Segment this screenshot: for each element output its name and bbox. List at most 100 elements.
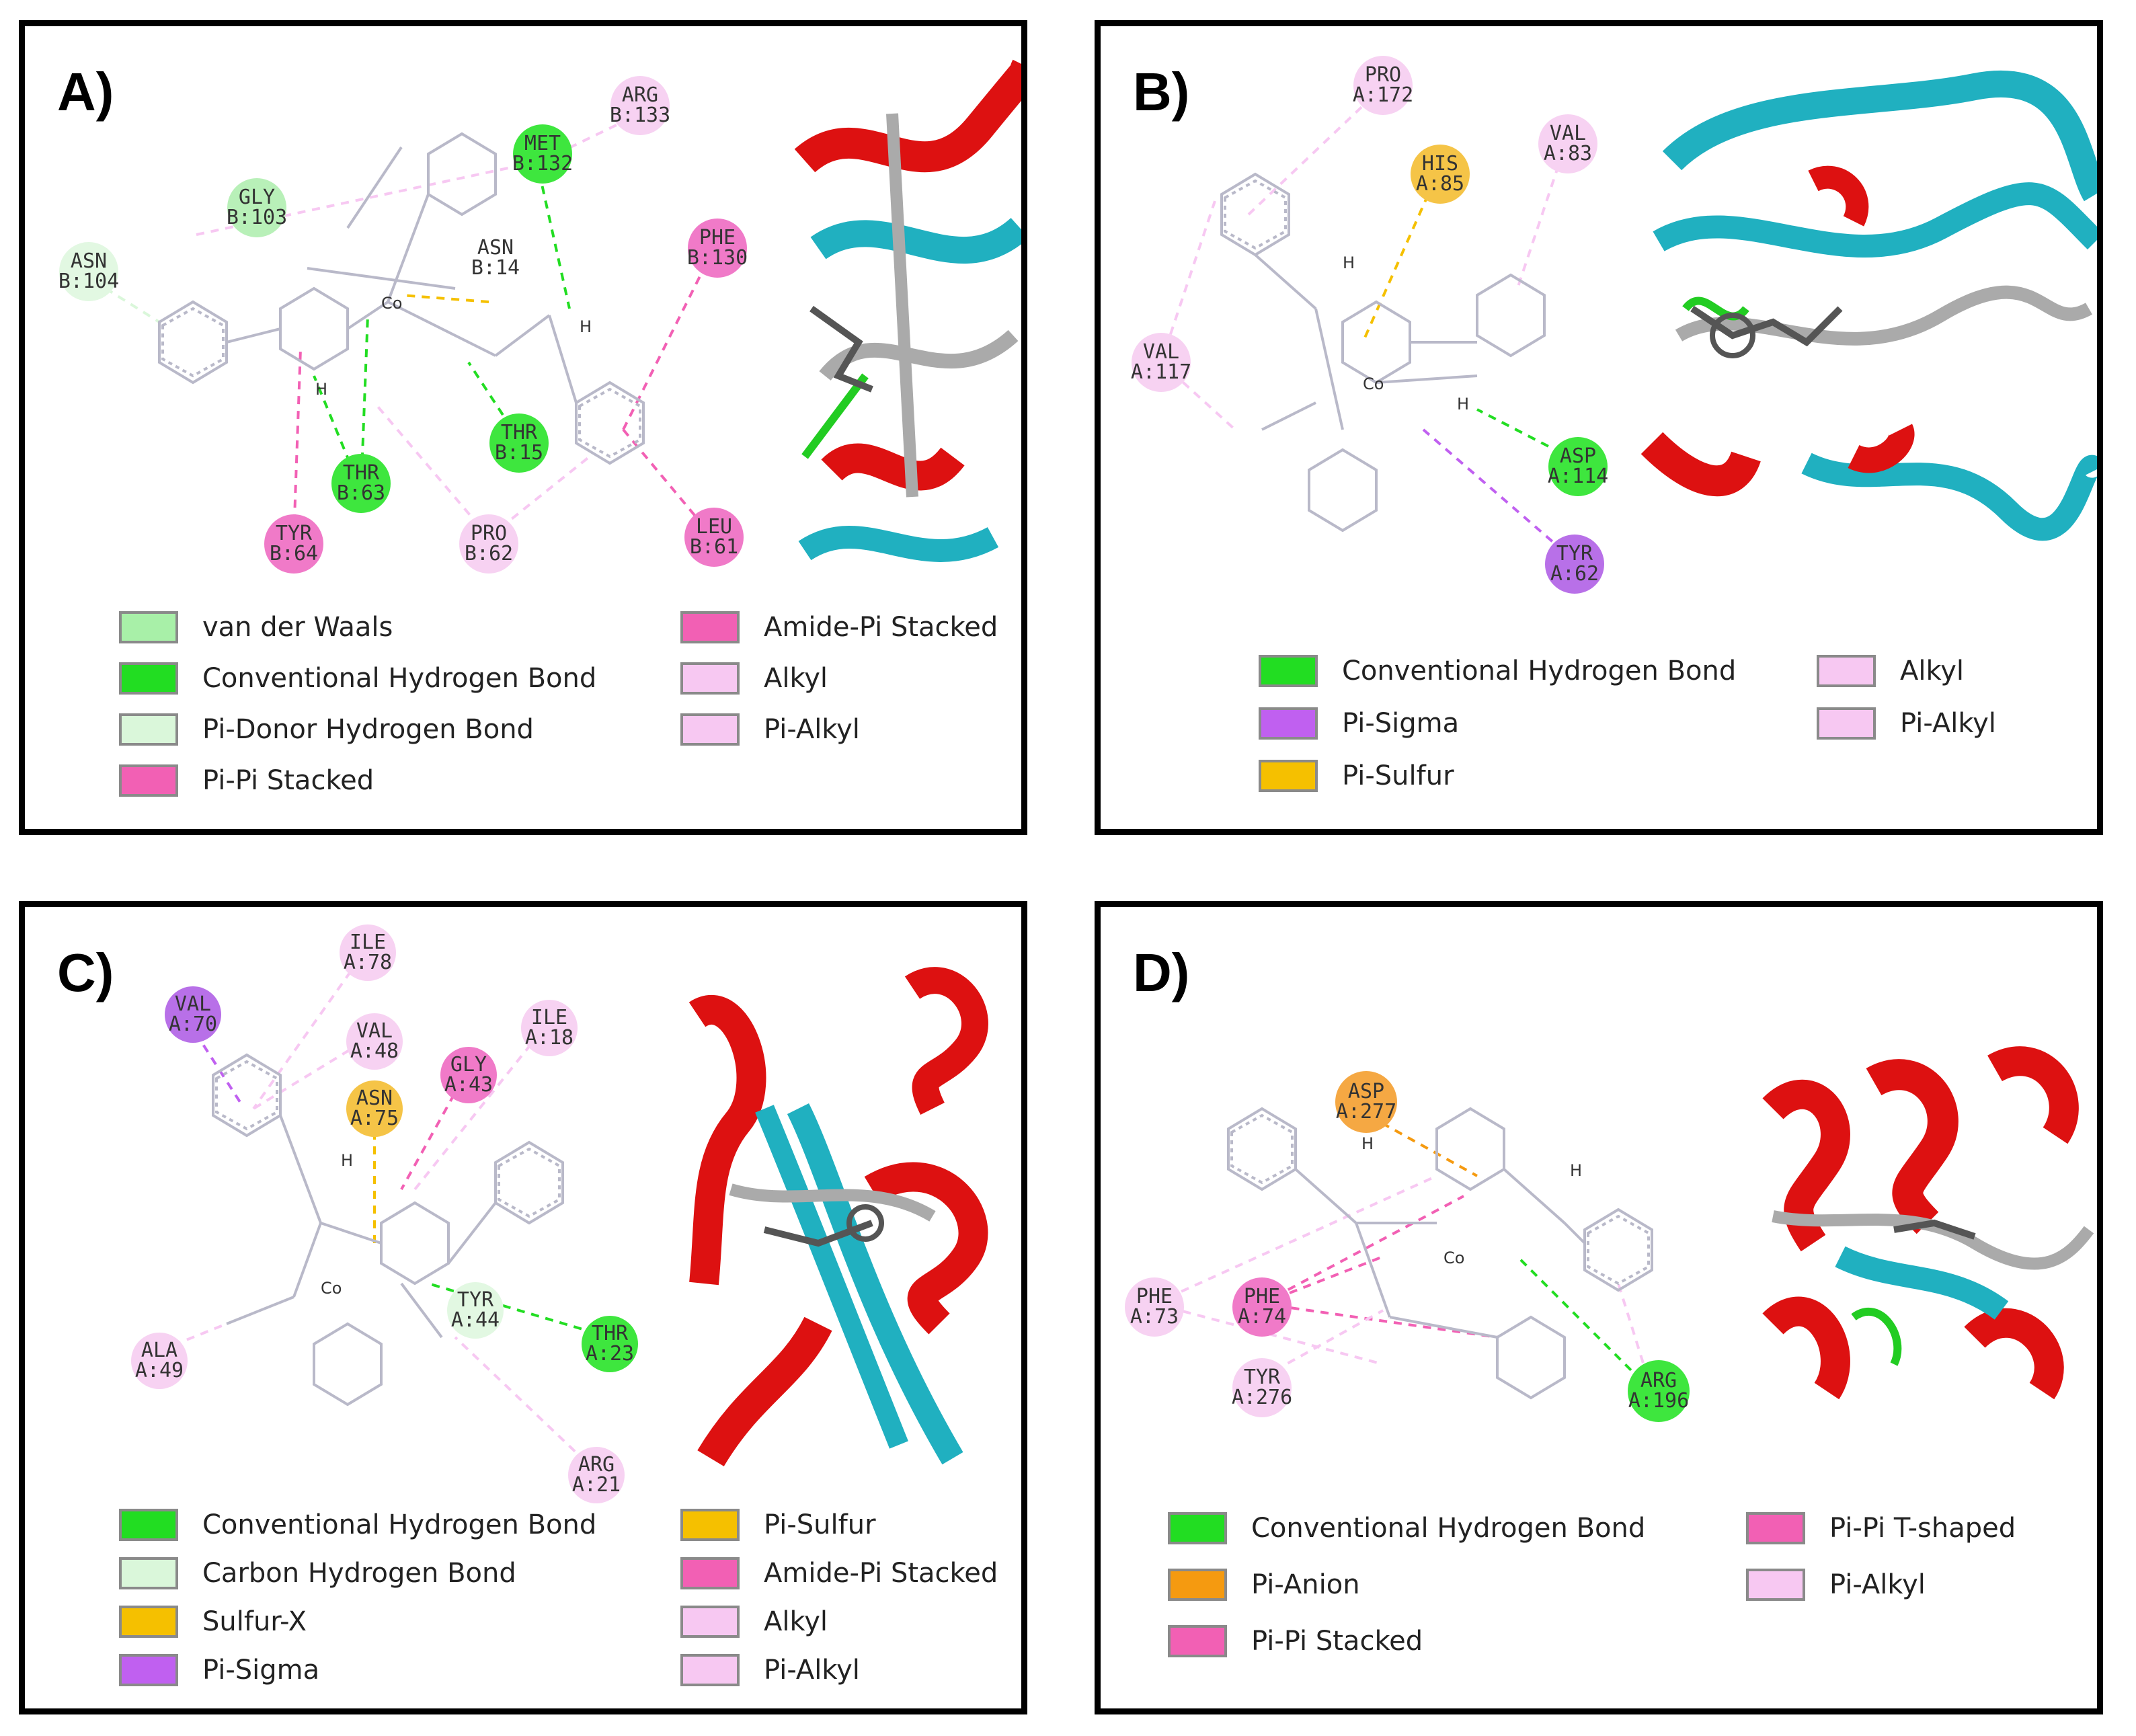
protein-3d-view <box>785 59 1021 591</box>
atom-label: H <box>1570 1161 1582 1180</box>
svg-text:PRO: PRO <box>1365 63 1401 87</box>
legend-swatch <box>119 1557 178 1589</box>
svg-text:ASP: ASP <box>1560 444 1596 468</box>
svg-text:A:117: A:117 <box>1131 360 1191 384</box>
legend-item: Pi-Alkyl <box>680 1654 860 1686</box>
legend-swatch <box>119 662 178 695</box>
svg-text:A:74: A:74 <box>1238 1305 1286 1329</box>
svg-text:TYR: TYR <box>276 522 313 545</box>
ligand-structure <box>212 1053 564 1407</box>
svg-text:PHE: PHE <box>699 226 736 249</box>
legend-item: Pi-Donor Hydrogen Bond <box>119 713 534 746</box>
svg-text:A:44: A:44 <box>451 1308 500 1332</box>
legend-item: Pi-Alkyl <box>680 713 860 746</box>
svg-text:A:75: A:75 <box>350 1107 399 1130</box>
svg-text:A:62: A:62 <box>1550 562 1599 586</box>
legend-item: Pi-Pi Stacked <box>119 764 374 797</box>
ligand-structure <box>1220 172 1546 532</box>
legend-item: Conventional Hydrogen Bond <box>119 1509 596 1541</box>
svg-text:VAL: VAL <box>356 1019 393 1043</box>
svg-text:PRO: PRO <box>471 522 507 545</box>
svg-text:B:133: B:133 <box>610 104 670 127</box>
panel-label: B) <box>1133 62 1190 122</box>
legend-item: Conventional Hydrogen Bond <box>119 662 596 695</box>
legend-swatch <box>1168 1512 1227 1544</box>
svg-text:THR: THR <box>501 421 538 444</box>
svg-text:B:14: B:14 <box>471 256 520 280</box>
svg-text:VAL: VAL <box>1550 122 1586 145</box>
svg-text:B:64: B:64 <box>270 542 318 565</box>
svg-text:B:104: B:104 <box>58 270 119 293</box>
svg-text:ALA: ALA <box>141 1339 177 1362</box>
legend-item: Pi-Sulfur <box>1259 760 1454 792</box>
panel-label: D) <box>1133 943 1190 1002</box>
svg-text:THR: THR <box>343 461 380 485</box>
legend-swatch <box>1168 1569 1227 1601</box>
svg-text:ILE: ILE <box>350 931 386 954</box>
svg-text:A:18: A:18 <box>525 1026 573 1050</box>
legend-swatch <box>1817 707 1876 740</box>
svg-text:ILE: ILE <box>531 1006 567 1029</box>
legend-swatch <box>680 1557 740 1589</box>
protein-3d-view <box>1762 1046 2094 1400</box>
legend-item: Conventional Hydrogen Bond <box>1168 1512 1645 1544</box>
svg-text:B:15: B:15 <box>495 441 543 465</box>
svg-text:A:276: A:276 <box>1232 1386 1292 1409</box>
legend-item: Pi-Sigma <box>1259 707 1459 740</box>
legend-swatch <box>680 1509 740 1541</box>
svg-text:B:132: B:132 <box>512 152 573 175</box>
legend-swatch <box>119 1654 178 1686</box>
legend-swatch <box>1746 1569 1805 1601</box>
atom-labels: Co H H <box>315 294 592 399</box>
legend-swatch <box>119 1606 178 1638</box>
atom-label: H <box>1457 395 1469 413</box>
legend-swatch <box>680 713 740 746</box>
atom-label: H <box>1361 1134 1374 1153</box>
panel-a: A) <box>19 20 1027 835</box>
svg-text:MET: MET <box>524 132 561 155</box>
svg-text:THR: THR <box>592 1322 629 1345</box>
svg-text:ARG: ARG <box>578 1453 615 1476</box>
atom-labels: Co H H <box>1361 1134 1582 1267</box>
svg-text:A:196: A:196 <box>1628 1389 1689 1413</box>
svg-text:A:277: A:277 <box>1336 1100 1396 1123</box>
svg-text:A:49: A:49 <box>135 1359 184 1382</box>
panel-label: C) <box>57 943 114 1002</box>
legend-item: van der Waals <box>119 611 393 643</box>
svg-text:PHE: PHE <box>1136 1285 1173 1308</box>
svg-text:ARG: ARG <box>622 83 658 107</box>
ligand-structure <box>1227 1107 1653 1400</box>
svg-text:A:23: A:23 <box>586 1342 634 1366</box>
svg-text:B:103: B:103 <box>227 206 287 229</box>
svg-text:B:62: B:62 <box>465 542 513 565</box>
atom-labels: Co H <box>321 1151 353 1298</box>
atom-label: Co <box>321 1279 342 1298</box>
legend-item: Pi-Pi Stacked <box>1168 1625 1423 1657</box>
protein-3d-view <box>1640 70 2097 541</box>
